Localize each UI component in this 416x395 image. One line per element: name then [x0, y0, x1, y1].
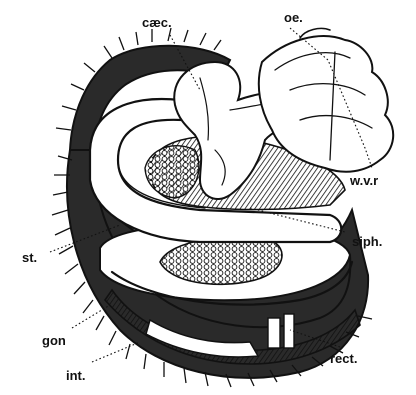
rectum-tube — [268, 318, 280, 348]
label-oe: oe. — [284, 10, 303, 25]
label-rect: rect. — [330, 351, 357, 366]
label-gon: gon — [42, 333, 66, 348]
label-st: st. — [22, 250, 37, 265]
label-siph: siph. — [352, 234, 382, 249]
label-wvr: w.v.r — [349, 173, 378, 188]
egg-mass-upper — [145, 146, 199, 198]
label-int: int. — [66, 368, 86, 383]
label-caec: cæc. — [142, 15, 172, 30]
